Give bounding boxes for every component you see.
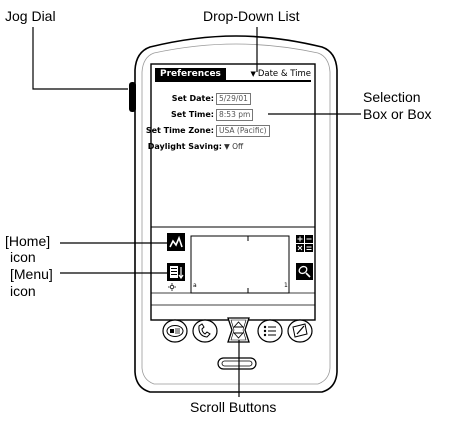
category-label: Date & Time	[257, 69, 311, 79]
menu-icon-callout-line1: [Menu]	[10, 266, 53, 282]
set-date-row: Set Date:	[155, 93, 214, 105]
set-date-box[interactable]: 5/29/01	[216, 93, 251, 105]
jog-dial-callout: Jog Dial	[5, 8, 56, 24]
daylight-saving-value: Off	[232, 142, 244, 151]
find-icon[interactable]	[296, 263, 313, 280]
daylight-saving-label: Daylight Saving:	[147, 142, 222, 151]
graffiti-number-label: 1	[284, 282, 288, 289]
device-screen: Preferences ▼Date & Time Set Date: 5/29/…	[146, 68, 311, 228]
dropdown-triangle-icon: ▼	[224, 142, 233, 151]
form-title: Preferences	[155, 68, 226, 81]
todo-button[interactable]	[257, 319, 283, 343]
selection-box-callout-line2: Box or Box	[363, 106, 432, 122]
scroll-buttons[interactable]	[227, 317, 250, 343]
home-icon[interactable]	[167, 233, 185, 251]
selection-box-callout-line1: Selection	[363, 89, 421, 105]
set-time-zone-label: Set Time Zone:	[145, 126, 214, 135]
home-icon-callout-line1: [Home]	[5, 233, 51, 249]
title-underline	[155, 80, 311, 82]
datebook-button[interactable]	[162, 319, 188, 343]
graffiti-area	[190, 235, 290, 294]
brightness-icon[interactable]	[168, 283, 176, 291]
menu-icon[interactable]	[167, 263, 185, 281]
jog-dial	[129, 82, 136, 112]
set-time-row: Set Time:	[155, 109, 214, 121]
category-dropdown[interactable]: ▼Date & Time	[250, 69, 311, 80]
set-date-label: Set Date:	[171, 94, 214, 103]
set-time-label: Set Time:	[171, 110, 214, 119]
daylight-saving-row: Daylight Saving:	[148, 141, 222, 153]
set-time-zone-box[interactable]: USA (Pacific)	[216, 125, 270, 137]
device-body	[134, 35, 338, 393]
home-icon-callout-line2: icon	[10, 249, 36, 265]
memo-button[interactable]	[287, 319, 313, 343]
calculator-icon[interactable]	[296, 235, 313, 252]
menu-icon-callout-line2: icon	[10, 283, 36, 299]
set-time-zone-row: Set Time Zone:	[146, 125, 214, 137]
graffiti-letter-label: a	[193, 282, 197, 289]
set-time-box[interactable]: 8:53 pm	[216, 109, 254, 121]
drop-down-list-callout: Drop-Down List	[203, 8, 300, 24]
address-button[interactable]	[192, 319, 218, 343]
scroll-buttons-callout: Scroll Buttons	[190, 399, 277, 415]
dropdown-triangle-icon: ▼	[250, 70, 256, 78]
daylight-saving-dropdown[interactable]: ▼ Off	[224, 141, 243, 153]
